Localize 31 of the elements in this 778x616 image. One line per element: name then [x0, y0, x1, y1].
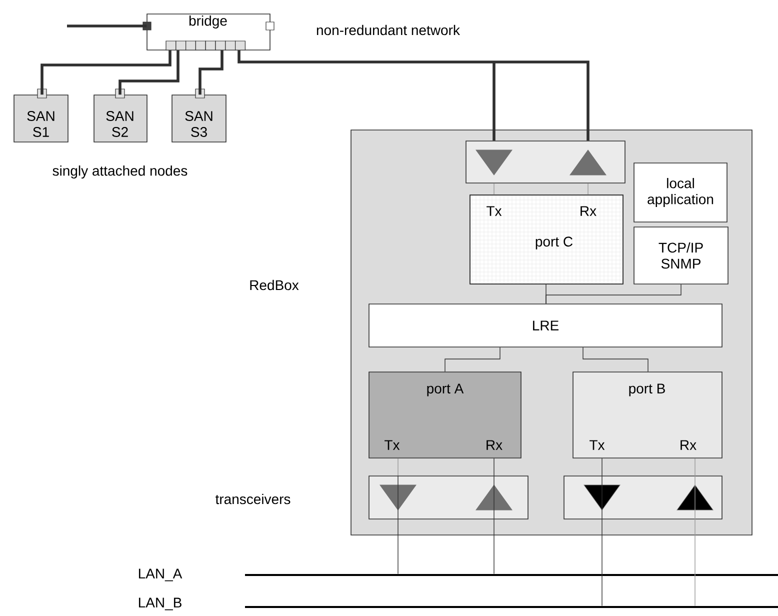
connection-line — [444, 347, 500, 372]
text-label: LAN_A — [138, 568, 182, 582]
connection-line — [582, 347, 648, 372]
bus-line — [245, 574, 778, 576]
node-box: SAN S1 — [14, 88, 68, 142]
protocol-box: TCP/IP SNMP — [634, 226, 728, 284]
transceiver-box — [368, 476, 528, 520]
text-label: transceivers — [216, 494, 290, 504]
port-box: port A Tx Rx — [368, 372, 522, 458]
application-box: local application — [634, 162, 728, 222]
connection-line — [694, 458, 696, 476]
connection-line — [67, 24, 147, 28]
transceiver-box — [564, 476, 722, 520]
connection-line — [198, 50, 224, 95]
device-label: RedBox — [250, 280, 299, 290]
text-label: LAN_B — [138, 598, 182, 610]
node-box: SAN S3 — [172, 88, 226, 142]
node-box: SAN S2 — [94, 88, 148, 142]
transceiver-box — [466, 140, 626, 184]
bus-line — [245, 606, 778, 608]
connection-line — [694, 475, 696, 606]
port-box: port B Tx Rx — [572, 372, 722, 458]
bridge-box: bridge — [142, 14, 274, 50]
connection-line — [118, 50, 180, 95]
text-label: non-redundant network — [316, 24, 460, 36]
lre-box: LRE — [368, 304, 722, 348]
connection-line — [238, 49, 590, 142]
connection-line — [40, 50, 172, 95]
text-label: singly attached nodes — [52, 165, 188, 179]
connection-line — [546, 284, 682, 304]
port-box: Tx Rx port C — [470, 194, 624, 284]
